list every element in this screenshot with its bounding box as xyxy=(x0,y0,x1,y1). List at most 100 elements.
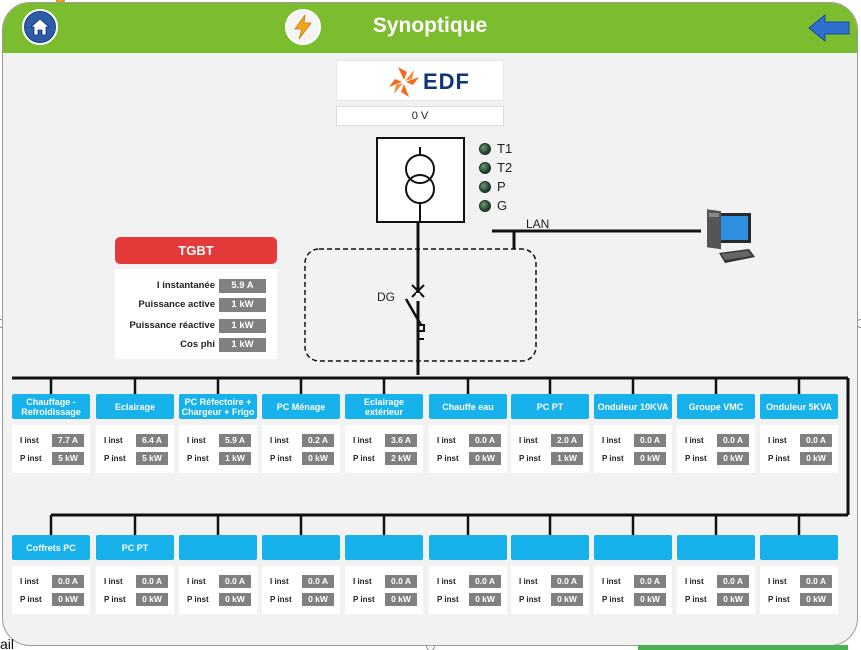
current-label: I inst xyxy=(20,436,39,445)
current-label: I inst xyxy=(685,436,704,445)
home-icon xyxy=(29,18,51,36)
lightning-icon xyxy=(294,14,312,40)
indicator-p-led xyxy=(479,181,491,193)
power-row: P inst 0 kW xyxy=(760,452,838,466)
home-button[interactable] xyxy=(22,9,58,45)
energy-button[interactable] xyxy=(285,9,321,45)
circuit-header[interactable]: PC PT xyxy=(96,535,174,560)
indicator-p-label: P xyxy=(497,179,506,194)
tgbt-row-reactive-power: Puissance réactive 1 kW xyxy=(115,318,277,334)
circuit-header[interactable]: Groupe VMC xyxy=(677,394,755,419)
circuit-header[interactable]: Onduleur 10KVA xyxy=(594,394,672,419)
breaker-label: DG xyxy=(377,290,395,304)
circuit-header[interactable] xyxy=(511,535,589,560)
current-value: 0.0 A xyxy=(302,575,334,588)
power-label: P inst xyxy=(685,454,707,463)
circuit-header[interactable] xyxy=(179,535,257,560)
power-label: P inst xyxy=(104,454,126,463)
power-label: P inst xyxy=(768,454,790,463)
power-label: P inst xyxy=(187,454,209,463)
transformer[interactable] xyxy=(376,137,465,223)
current-label: I inst xyxy=(519,577,538,586)
page-title: Synoptique xyxy=(372,14,488,37)
circuit-header[interactable]: Eclairage extérieur xyxy=(345,394,423,419)
circuit-header[interactable]: Chauffage - Refroidissage xyxy=(12,394,90,419)
current-label: I inst xyxy=(353,577,372,586)
power-label: P inst xyxy=(270,595,292,604)
current-value: 0.0 A xyxy=(634,575,666,588)
circuit-header[interactable]: PC Réfectoire + Chargeur + Frigo xyxy=(179,394,257,419)
power-value: 0 kW xyxy=(551,593,583,606)
power-row: P inst 0 kW xyxy=(511,593,589,607)
circuit-header[interactable]: PC PT xyxy=(511,394,589,419)
power-value: 0 kW xyxy=(219,593,251,606)
tgbt-row-current: I instantanée 5.9 A xyxy=(115,278,277,294)
current-value: 0.0 A xyxy=(219,575,251,588)
current-label: I inst xyxy=(104,577,123,586)
power-label: P inst xyxy=(602,454,624,463)
power-label: P inst xyxy=(437,454,459,463)
voltage-display: 0 V xyxy=(336,106,504,126)
power-label: P inst xyxy=(353,595,375,604)
circuit-header[interactable]: Chauffe eau xyxy=(429,394,507,419)
back-button[interactable] xyxy=(807,12,851,44)
circuit-header[interactable] xyxy=(594,535,672,560)
power-value: 5 kW xyxy=(52,452,84,465)
computer-icon[interactable] xyxy=(705,205,757,270)
tgbt-value: 1 kW xyxy=(219,319,266,333)
circuit-header[interactable] xyxy=(429,535,507,560)
tgbt-label: Puissance réactive xyxy=(129,320,215,331)
circuit-header[interactable]: Eclairage xyxy=(96,394,174,419)
power-value: 0 kW xyxy=(800,452,832,465)
current-label: I inst xyxy=(768,436,787,445)
circuit-header[interactable]: Coffrets PC xyxy=(12,535,90,560)
indicator-t2-label: T2 xyxy=(497,160,513,175)
current-value: 0.2 A xyxy=(302,434,334,447)
current-label: I inst xyxy=(437,436,456,445)
circuit-header[interactable] xyxy=(677,535,755,560)
circuit-header[interactable] xyxy=(262,535,340,560)
power-label: P inst xyxy=(602,595,624,604)
tgbt-label: Cos phi xyxy=(180,339,215,350)
power-label: P inst xyxy=(519,595,541,604)
power-label: P inst xyxy=(104,595,126,604)
indicator-t1-label: T1 xyxy=(497,141,513,156)
circuit-header[interactable] xyxy=(760,535,838,560)
current-label: I inst xyxy=(270,577,289,586)
circuit-header[interactable]: PC Ménage xyxy=(262,394,340,419)
lan-label: LAN xyxy=(526,217,550,231)
current-row: I inst 0.0 A xyxy=(262,575,340,589)
circuit-header[interactable]: Onduleur 5KVA xyxy=(760,394,838,419)
circuit-header[interactable] xyxy=(345,535,423,560)
transformer-icon xyxy=(405,147,435,221)
